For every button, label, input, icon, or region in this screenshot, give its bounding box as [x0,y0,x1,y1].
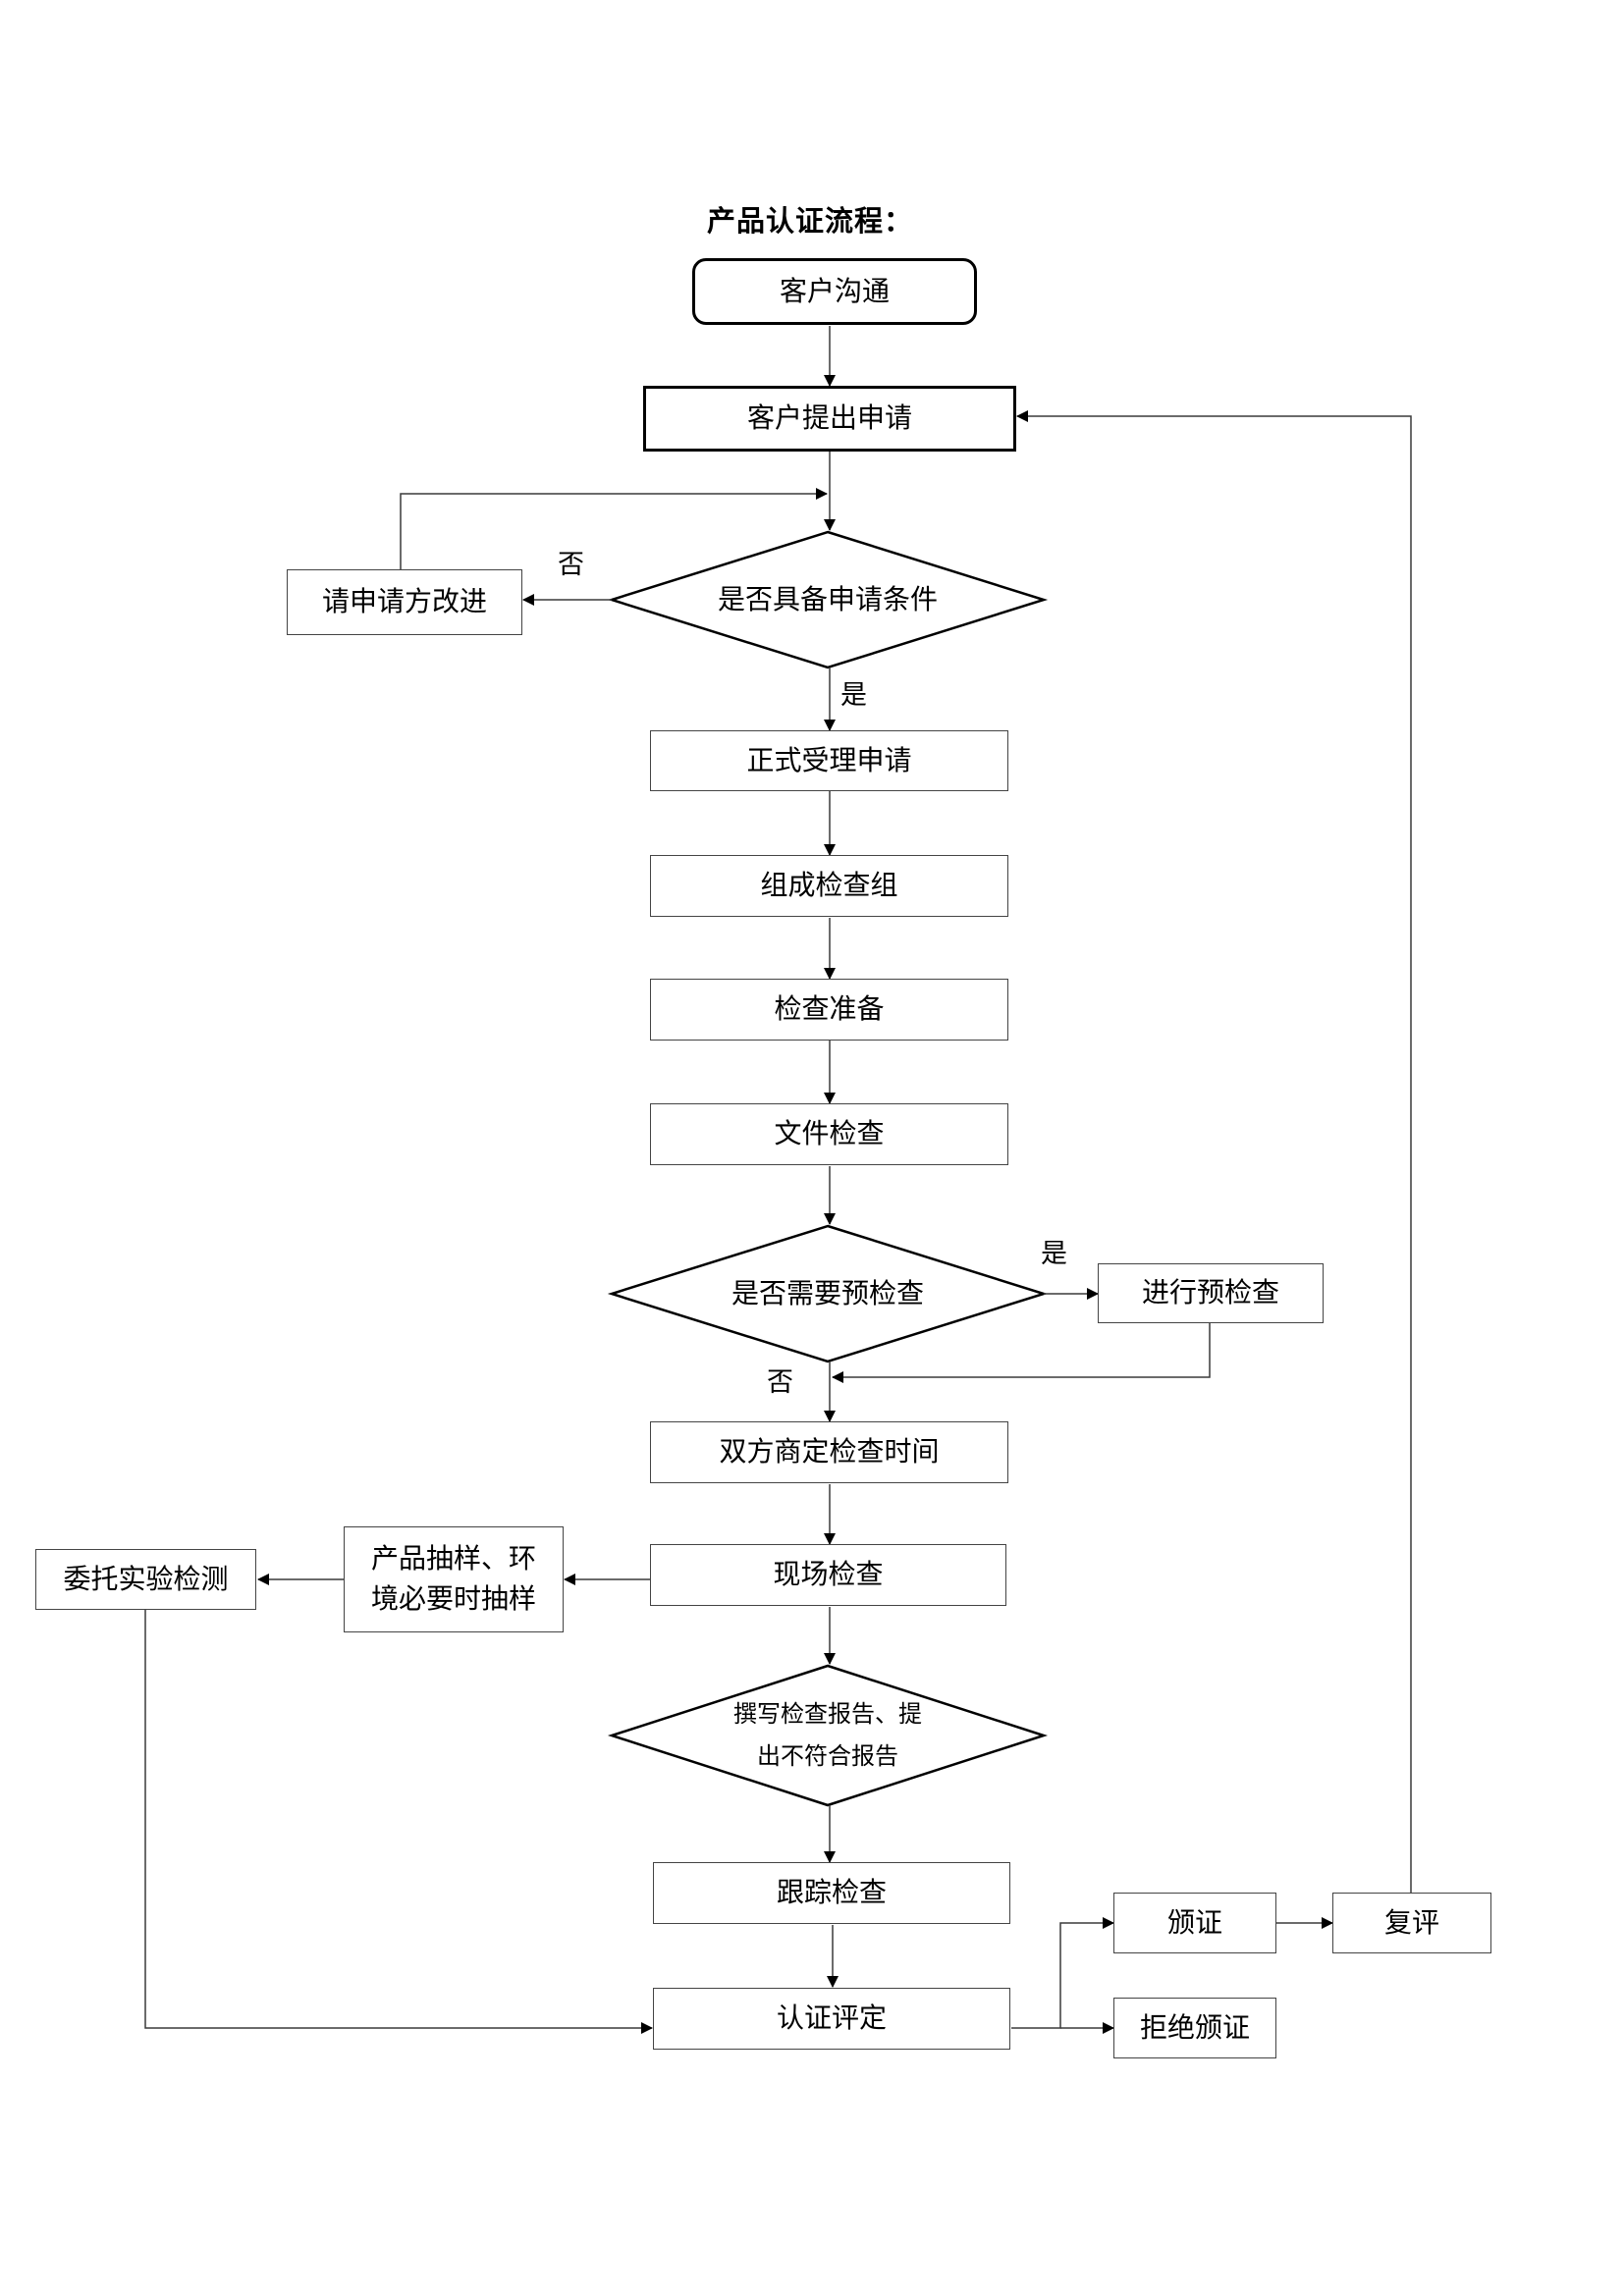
node-refuse-certificate: 拒绝颁证 [1113,1998,1276,2058]
node-customer-communication: 客户沟通 [692,258,977,325]
arrow-pre-back-to-main [832,1323,1211,1383]
node-applicant-improve: 请申请方改进 [287,569,522,635]
node-form-inspection-team: 组成检查组 [650,855,1008,917]
node-onsite-inspection: 现场检查 [650,1544,1006,1606]
node-document-inspection: 文件检查 [650,1103,1008,1165]
node-agree-inspection-time: 双方商定检查时间 [650,1421,1008,1483]
node-issue-certificate: 颁证 [1113,1893,1276,1953]
node-commission-lab-testing: 委托实验检测 [35,1549,256,1610]
decision-label-pre-inspection: 是否需要预检查 [731,1276,924,1309]
node-inspection-preparation: 检查准备 [650,979,1008,1041]
node-formal-acceptance: 正式受理申请 [650,730,1008,791]
node-follow-up-inspection: 跟踪检查 [653,1862,1010,1924]
node-certification-evaluation: 认证评定 [653,1988,1010,2050]
decision-label-conditions: 是否具备申请条件 [717,582,938,615]
arrow-improve-back-to-conditions [400,488,828,569]
edge-label-conditions-no: 否 [558,550,584,580]
node-re-evaluation: 复评 [1332,1893,1491,1953]
node-conduct-pre-inspection: 进行预检查 [1098,1263,1324,1323]
decision-diamond-conditions [607,530,1049,669]
arrow-evaluation-to-issue [1011,1917,1114,2029]
edge-label-pre-inspection-yes: 是 [1041,1239,1067,1269]
arrow-reevaluation-to-application [1016,410,1412,1893]
arrow-lab-to-evaluation [144,1610,653,2034]
page-title: 产品认证流程： [707,204,914,238]
sampling-line-1: 产品抽样、环 [370,1542,536,1575]
write-report-line-1: 撰写检查报告、提 [733,1699,922,1728]
decision-diamond-report [607,1664,1049,1807]
node-customer-application: 客户提出申请 [643,386,1016,452]
decision-diamond-pre-inspection [607,1224,1049,1363]
edge-label-pre-inspection-no: 否 [767,1367,793,1398]
write-report-line-2: 出不符合报告 [757,1742,898,1770]
edge-label-conditions-yes: 是 [840,680,867,711]
sampling-line-2: 境必要时抽样 [370,1582,536,1615]
node-sampling: 产品抽样、环 境必要时抽样 [344,1526,564,1632]
decision-label-write-report: 撰写检查报告、提 出不符合报告 [612,1666,1044,1805]
